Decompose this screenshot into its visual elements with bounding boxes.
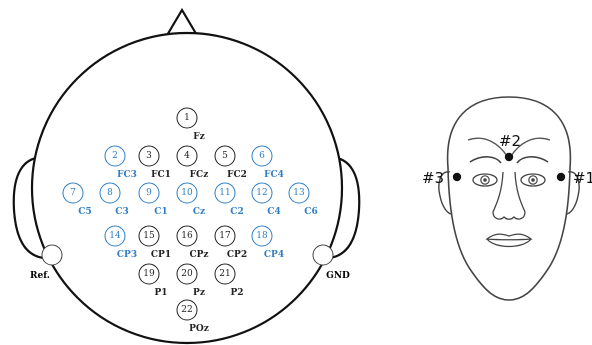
electrode-18 — [251, 225, 273, 247]
electrode-7-label: C5 — [78, 207, 91, 217]
electrode-19-number: 19 — [143, 269, 155, 279]
electrode-16 — [176, 225, 198, 247]
face-right-iris — [528, 175, 538, 185]
electrode-9 — [138, 182, 160, 204]
electrode-4 — [176, 145, 198, 167]
face-electrode-2-label: #2 — [499, 132, 521, 150]
electrode-11 — [214, 182, 236, 204]
face-electrode-2 — [504, 152, 514, 162]
face-electrode-3 — [452, 172, 462, 182]
electrode-10-label: Cz — [193, 207, 205, 217]
electrode-9-label: C1 — [154, 207, 167, 217]
face-right-eyebrow — [516, 156, 549, 164]
electrode-19-label: P1 — [154, 288, 167, 298]
electrode-15 — [138, 225, 160, 247]
electrode-2 — [104, 145, 126, 167]
face-right-ear — [565, 171, 580, 215]
face-forehead-lines — [467, 137, 551, 157]
electrode-11-label: C2 — [230, 207, 243, 217]
electrode-7-number: 7 — [70, 188, 76, 198]
electrode-3-number: 3 — [146, 151, 152, 161]
ground-label: GND — [326, 271, 350, 281]
electrode-1-number: 1 — [184, 113, 190, 123]
electrode-17 — [214, 225, 236, 247]
electrode-20-number: 20 — [181, 269, 193, 279]
electrode-13 — [288, 182, 310, 204]
electrode-2-label: FC3 — [117, 170, 137, 180]
electrode-8-number: 8 — [107, 188, 113, 198]
electrode-1 — [176, 107, 198, 129]
electrode-13-number: 13 — [293, 188, 305, 198]
face-right-pupil — [531, 178, 535, 182]
electrode-20 — [176, 263, 198, 285]
face-electrode-3-label: #3 — [422, 169, 444, 187]
electrode-22-label: POz — [189, 324, 209, 334]
electrode-17-number: 17 — [219, 231, 231, 241]
electrode-10 — [176, 182, 198, 204]
face-electrode-1-label: #1 — [573, 169, 592, 187]
electrode-5-number: 5 — [222, 151, 228, 161]
electrode-22-number: 22 — [181, 305, 192, 315]
electrode-14 — [104, 225, 126, 247]
eeg-head-map: Ref. GND 1Fz2FC33FC14FCz5FC26FC47C58C39C… — [12, 7, 361, 345]
electrode-19 — [138, 263, 160, 285]
electrode-6-number: 6 — [259, 151, 265, 161]
electrode-12-label: C4 — [267, 207, 280, 217]
face-left-iris — [480, 175, 490, 185]
electrode-17-label: CP2 — [227, 250, 247, 260]
ground-electrode — [312, 244, 334, 266]
face-left-eyebrow — [469, 156, 502, 164]
electrode-14-label: CP3 — [117, 250, 137, 260]
face-electrode-1 — [556, 172, 566, 182]
face-outline — [446, 96, 572, 301]
face-upper-lip — [485, 233, 533, 241]
electrode-8-label: C3 — [115, 207, 128, 217]
electrode-12-number: 12 — [256, 188, 267, 198]
electrode-14-number: 14 — [109, 231, 121, 241]
electrode-1-label: Fz — [193, 132, 205, 142]
electrode-3 — [138, 145, 160, 167]
electrode-7 — [62, 182, 84, 204]
electrode-16-label: CPz — [189, 250, 208, 260]
electrode-21-label: P2 — [230, 288, 243, 298]
electrode-2-number: 2 — [112, 151, 118, 161]
electrode-6 — [251, 145, 273, 167]
right-ear-outline — [324, 156, 361, 260]
face-left-ear — [438, 171, 453, 215]
electrode-20-label: Pz — [193, 288, 205, 298]
electrode-16-number: 16 — [181, 231, 193, 241]
face-left-pupil — [483, 178, 487, 182]
electrode-4-label: FCz — [190, 170, 209, 180]
electrode-4-number: 4 — [184, 151, 190, 161]
electrode-21 — [214, 263, 236, 285]
face-nose — [492, 171, 526, 220]
face-drawing: #2 #3 #1 — [422, 96, 592, 301]
electrode-10-number: 10 — [181, 188, 193, 198]
electrode-8 — [99, 182, 121, 204]
electrode-13-label: C6 — [304, 207, 317, 217]
electrode-9-number: 9 — [146, 188, 152, 198]
electrode-12 — [251, 182, 273, 204]
electrode-15-label: CP1 — [151, 250, 171, 260]
face-lower-lip — [486, 238, 532, 248]
electrode-5 — [214, 145, 236, 167]
electrode-3-label: FC1 — [151, 170, 171, 180]
electrode-22 — [176, 299, 198, 321]
electrode-21-number: 21 — [219, 269, 230, 279]
electrode-15-number: 15 — [143, 231, 155, 241]
reference-electrode — [41, 244, 63, 266]
reference-label: Ref. — [30, 271, 50, 281]
electrode-11-number: 11 — [219, 188, 230, 198]
electrode-18-label: CP4 — [264, 250, 284, 260]
left-ear-outline — [12, 156, 49, 260]
electrode-18-number: 18 — [256, 231, 268, 241]
electrode-5-label: FC2 — [227, 170, 247, 180]
electrode-6-label: FC4 — [264, 170, 284, 180]
